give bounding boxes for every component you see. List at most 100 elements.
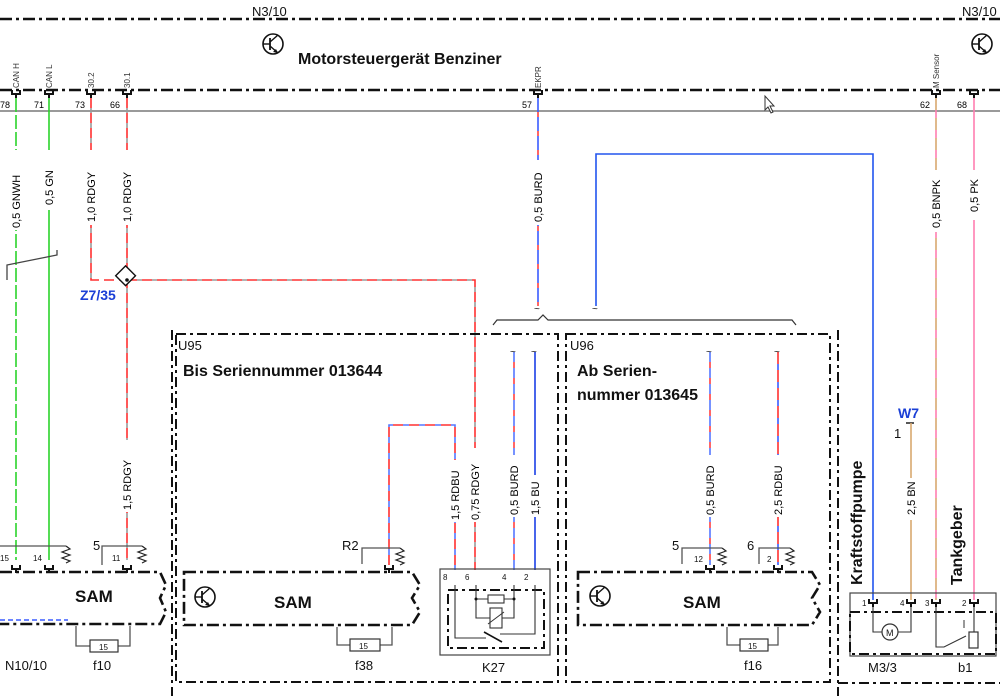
ecu-pin-66[interactable]: 30.1 66 [110,72,132,110]
variant-u95-text: Bis Seriennummer 013644 [183,363,382,380]
svg-text:CAN L: CAN L [45,64,54,88]
ecu-pin-78[interactable]: CAN H 78 [0,63,21,110]
sam-u95[interactable]: SAM [182,570,422,627]
ground-ref: W7 [898,405,919,421]
svg-text:73: 73 [75,100,85,110]
svg-text:2: 2 [524,573,529,582]
fuse-f16[interactable] [739,638,769,652]
ecu-pin-73[interactable]: 30.2 73 [75,72,96,110]
ecu-pin-57[interactable]: EKPR 57 [522,66,543,110]
wire-label-ekpr: 0,5 BURD [533,172,545,222]
sam-left-ref: N10/10 [5,658,47,673]
wire-label-can-l: 0,5 GN [44,170,56,205]
fuse-f10-ref: f10 [93,658,111,673]
sam-u96-pin-2: 2 [767,555,772,564]
svg-text:~: ~ [774,347,780,358]
sam-left-pin-11: 11 [112,554,121,563]
sam-u96-term-6 [758,547,790,564]
svg-text:8: 8 [443,573,448,582]
wire-label-k27-6: 0,75 RDGY [470,463,482,520]
svg-text:4: 4 [900,599,905,608]
sam-left[interactable]: SAM [0,570,168,626]
svg-text:6: 6 [465,573,470,582]
svg-text:57: 57 [522,100,532,110]
sam-left-term [101,545,142,565]
svg-text:15: 15 [99,643,108,652]
svg-text:30.1: 30.1 [123,72,132,88]
fuse-f16-ref: f16 [744,658,762,673]
svg-text:~: ~ [510,347,516,358]
ecu-pin-62[interactable]: M Sensor 62 [920,53,941,110]
sam-u95-term [361,547,400,564]
fuel-pump-label: Kraftstoffpumpe [849,460,866,585]
svg-text:EKPR: EKPR [534,66,543,88]
wire-label-k27-2: 1,5 BU [530,481,542,515]
variant-u96-text-2: nummer 013645 [577,387,698,404]
svg-text:M Sensor: M Sensor [932,53,941,88]
fuel-module-inner [849,611,997,655]
svg-text:SAM: SAM [683,593,721,612]
sam-u96-term-5 [681,547,722,564]
sam-left-pin-15: 15 [0,554,9,563]
variant-u96-ref: U96 [570,338,594,353]
sam-left-term-label: 5 [93,538,100,553]
svg-text:62: 62 [920,100,930,110]
transistor-icon [971,33,993,55]
wire-label-u96-2: 2,5 RDBU [773,465,785,515]
sam-u96-pin-12: 12 [694,555,703,564]
wire-label-w7: 2,5 BN [906,481,918,515]
splice-icon [114,264,137,287]
wire-label-sam-11: 1,5 RDGY [122,459,134,510]
fuse-f16-wire [726,627,779,646]
svg-text:78: 78 [0,100,10,110]
ecu-pin-68[interactable]: 68 [957,89,979,110]
fuse-f10-wire [75,626,131,647]
tank-sender-label: Tankgeber [949,505,966,585]
fuse-f38[interactable] [349,638,381,652]
sam-left-pin-14: 14 [33,554,42,563]
sam-u96-term-6-label: 6 [747,538,754,553]
svg-text:1: 1 [862,599,867,608]
variant-u96-box [565,333,831,683]
svg-text:SAM: SAM [274,593,312,612]
svg-text:SAM: SAM [75,587,113,606]
splice-ref: Z7/35 [80,287,116,303]
fuse-f10[interactable] [89,639,119,653]
sam-u95-term-label: R2 [342,538,359,553]
svg-text:~: ~ [706,347,712,358]
tank-sender[interactable]: 3 2 [925,599,979,649]
fuse-f38-wire [336,627,393,646]
wire-label-k27-8: 1,5 RDBU [450,470,462,520]
svg-text:15: 15 [748,642,757,651]
svg-text:68: 68 [957,100,967,110]
variant-u95-ref: U95 [178,338,202,353]
wire-label-m-sensor: 0,5 BNPK [931,179,943,228]
svg-text:15: 15 [359,642,368,651]
sam-u96-term-5-label: 5 [672,538,679,553]
svg-text:30.2: 30.2 [87,72,96,88]
ground-pin: 1 [894,426,901,441]
wire-label-k27-4: 0,5 BURD [509,465,521,515]
wire-label-30-2: 1,0 RDGY [86,171,98,222]
variant-bracket [492,314,797,326]
wire-label-30-1: 1,0 RDGY [122,171,134,222]
fuse-f38-ref: f38 [355,658,373,673]
svg-text:~: ~ [531,347,537,358]
wire-label-can-h: 0,5 GNWH [11,175,23,228]
wire-fuel-pump-blue[interactable] [595,153,874,600]
ecu-ref-left: N3/10 [252,4,287,19]
mouse-cursor-icon [764,94,776,114]
fuel-pump[interactable]: 1 4 M [862,599,912,641]
svg-text:~: ~ [534,304,540,315]
ecu-ref-right: N3/10 [962,4,997,19]
ecu-pin-71[interactable]: CAN L 71 [34,64,54,110]
sam-u96[interactable]: SAM [576,570,822,627]
relay-k27[interactable]: 8 6 4 2 [439,568,551,656]
svg-text:CAN H: CAN H [12,63,21,88]
relay-k27-ref: K27 [482,660,505,675]
transistor-icon [262,33,284,55]
svg-text:3: 3 [925,599,930,608]
wire-label-u96-12: 0,5 BURD [705,465,717,515]
twisted-pair-shield [6,250,58,280]
